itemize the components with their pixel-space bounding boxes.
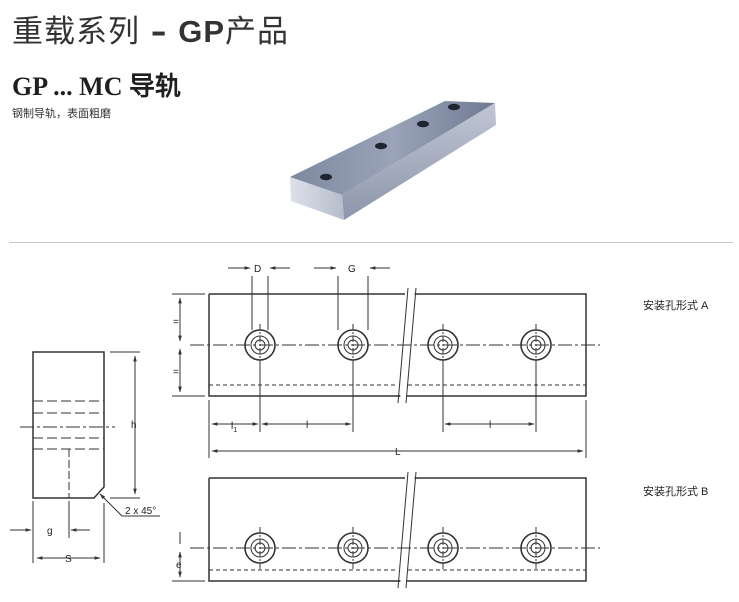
equal-mark-bottom: =: [173, 367, 179, 378]
rail-top-face: [290, 101, 495, 195]
rail-end-face: [290, 177, 344, 220]
product-title: GP ... MC 导轨: [12, 66, 181, 103]
front-view-b: [172, 471, 600, 589]
dim-l1-subscript: 1: [233, 427, 237, 434]
side-view: [10, 351, 160, 563]
series-dash: –: [150, 14, 168, 50]
series-suffix: 产品: [225, 14, 290, 50]
rail-hole: [375, 142, 387, 150]
dim-l-label: l: [489, 420, 491, 431]
dim-D-label: D: [254, 264, 261, 275]
series-code: GP: [178, 14, 226, 49]
technical-drawing: D G = = l1 l l L h g S e 2 x 45° 安装孔形式 A…: [10, 264, 709, 589]
chamfer-label: 2 x 45°: [125, 506, 156, 517]
rail-front-face: [342, 103, 496, 220]
product-code: GP ... MC: [12, 72, 123, 101]
series-title: 重载系列 – GP产品: [12, 6, 289, 51]
dim-G-label: G: [348, 264, 356, 275]
dim-S-label: S: [65, 554, 72, 565]
product-name: 导轨: [129, 72, 182, 102]
dim-g-label: g: [47, 526, 53, 537]
dim-l-label: l: [306, 420, 308, 431]
rail-hole: [448, 103, 460, 111]
rail-photo: [290, 101, 496, 220]
dim-l1-label: l1: [231, 421, 237, 434]
pattern-a-label: 安装孔形式 A: [643, 298, 709, 312]
dim-h-label: h: [131, 420, 137, 431]
series-name: 重载系列: [12, 14, 140, 50]
rail-hole: [320, 173, 332, 181]
pattern-b-label: 安装孔形式 B: [643, 484, 708, 498]
rail-hole: [417, 120, 429, 128]
equal-mark-top: =: [173, 317, 179, 328]
dim-L-label: L: [395, 447, 401, 458]
front-view-a: [172, 266, 600, 458]
product-subtitle: 钢制导轨，表面粗磨: [12, 107, 111, 120]
dim-e-label: e: [176, 560, 182, 571]
section-divider: [9, 242, 733, 243]
